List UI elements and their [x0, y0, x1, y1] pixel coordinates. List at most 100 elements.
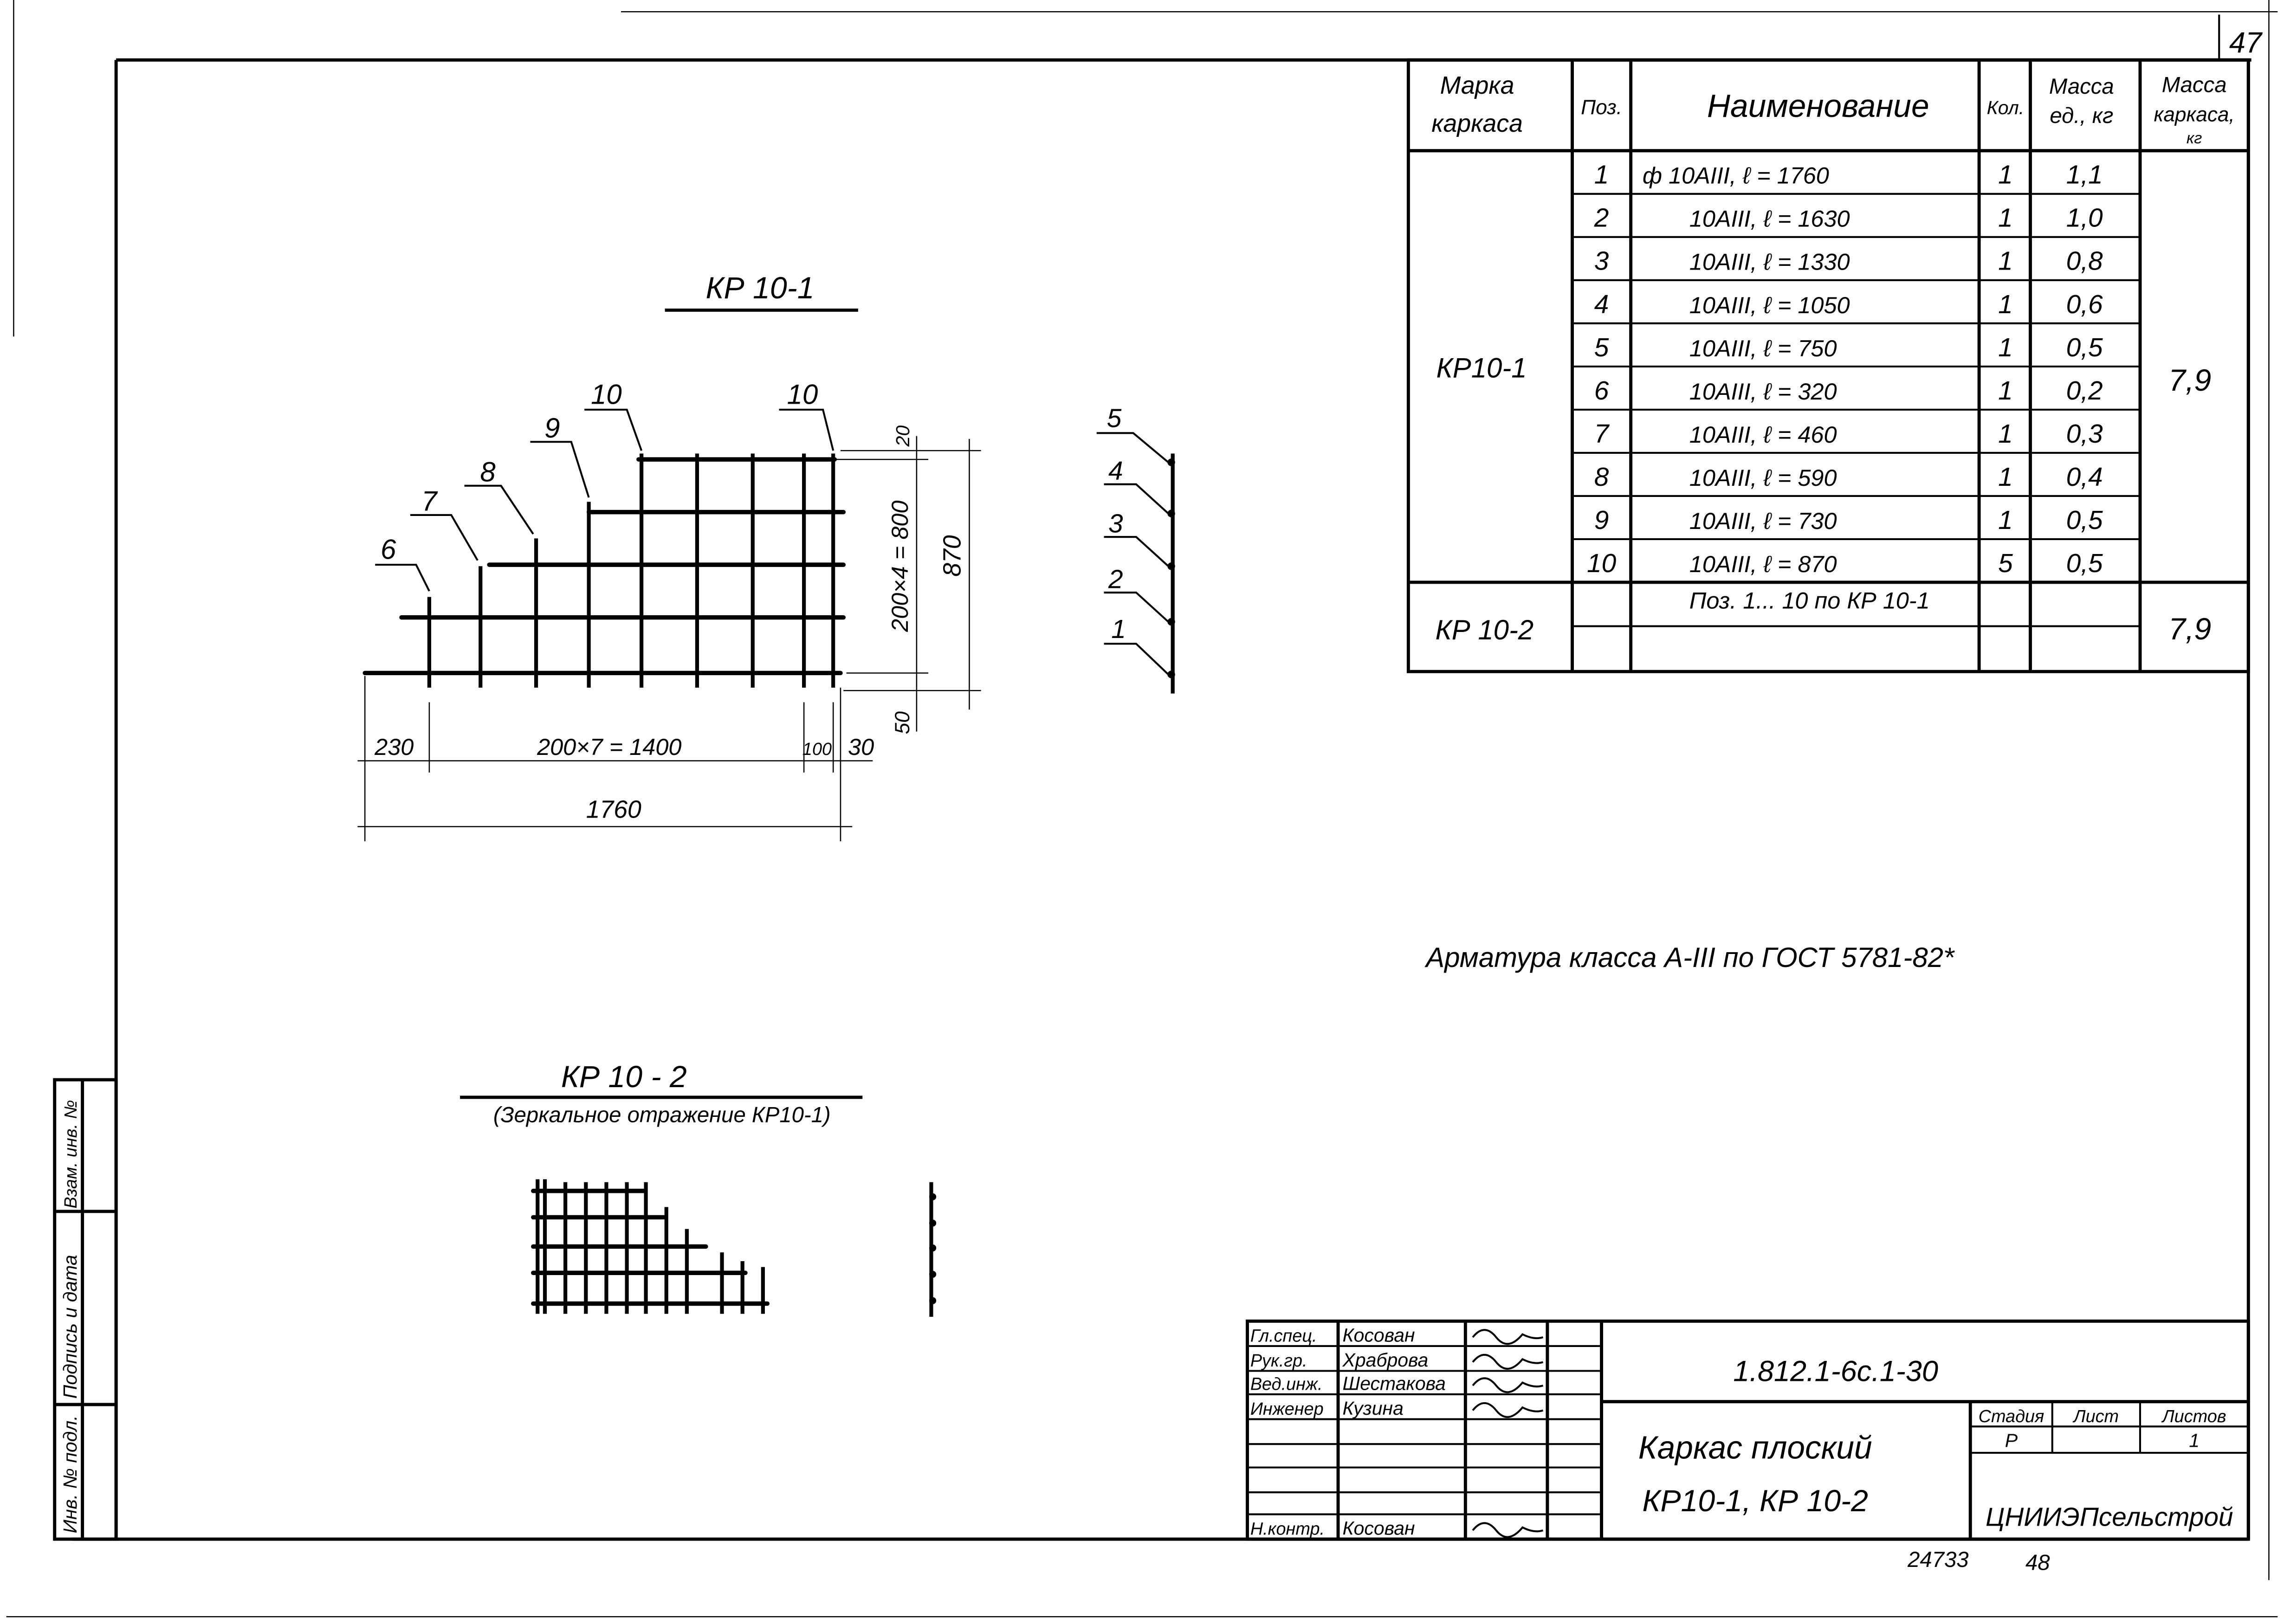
sheets-value: 1: [2189, 1430, 2200, 1451]
inventory-number: 24733: [1907, 1547, 1968, 1572]
sheet-label: Лист: [2072, 1407, 2119, 1426]
role: Гл.спец.: [1250, 1326, 1317, 1346]
group-mark-kp10-1: КР10-1: [1436, 353, 1527, 384]
callout-leaders: [375, 408, 835, 592]
cell-pos: 8: [1594, 463, 1609, 492]
stamp-signature-label: Подпись и дата: [59, 1255, 81, 1398]
signature-row: Гл.спец. Косован: [1250, 1324, 1544, 1346]
kp10-2-title: КР 10 - 2: [561, 1060, 687, 1094]
reinforcement-note: Арматура класса А-III по ГОСТ 5781-82*: [1424, 942, 1955, 973]
person-name: Косован: [1342, 1324, 1415, 1346]
cell-qty: 1: [1998, 376, 2013, 406]
cell-pos: 1: [1594, 161, 1609, 190]
side-view-kp10-1: [1096, 432, 1175, 694]
cell-qty: 1: [1998, 247, 2013, 276]
header-frame-mass-2: каркаса,: [2154, 103, 2235, 126]
dimension-lines: [357, 436, 981, 842]
cell-qty: 1: [1998, 463, 2013, 492]
side-callout-3: 3: [1108, 509, 1123, 539]
person-name: Храброва: [1342, 1349, 1428, 1371]
organization: ЦНИИЭПсельстрой: [1986, 1503, 2233, 1532]
callout-10b: 10: [787, 379, 818, 410]
signature-icon: [1472, 1522, 1544, 1538]
cell-unit-mass: 0,2: [2066, 376, 2103, 406]
side-view-kp10-2: [929, 1182, 937, 1317]
specification-table: Марка каркаса Поз. Наименование Кол. Мас…: [1406, 58, 2250, 673]
cell-qty: 1: [1998, 204, 2013, 233]
dim-bottom: 50: [891, 711, 914, 735]
cell-unit-mass: 1,1: [2066, 161, 2103, 190]
stage-label: Стадия: [1979, 1407, 2045, 1426]
dim-total-y: 870: [938, 535, 966, 577]
signature-row: Вед.инж. Шестакова: [1250, 1373, 1544, 1394]
side-callout-1: 1: [1111, 615, 1126, 644]
cell-unit-mass: 0,4: [2066, 463, 2103, 492]
cell-qty: 1: [1998, 506, 2013, 535]
role: Инженер: [1250, 1399, 1324, 1419]
role: Рук.гр.: [1250, 1351, 1307, 1371]
group-mass-kp10-2: 7,9: [2168, 612, 2211, 646]
document-code: 1.812.1-6с.1-30: [1733, 1355, 1938, 1388]
cell-unit-mass: 0,3: [2066, 419, 2103, 449]
header-name: Наименование: [1707, 88, 1929, 124]
cell-name: 10АIII, ℓ = 320: [1689, 378, 1837, 405]
side-callout-2: 2: [1108, 565, 1123, 594]
group-mark-kp10-2: КР 10-2: [1435, 614, 1533, 645]
side-stamp: Инв. № подл. Подпись и дата Взам. инв. №: [53, 1078, 118, 1541]
callout-9: 9: [544, 412, 560, 444]
callout-6: 6: [381, 534, 396, 565]
person-name: Шестакова: [1342, 1373, 1445, 1394]
stage-value: Р: [2005, 1430, 2018, 1451]
drawing-kp10-1: КР 10-1 6 7 8 9: [357, 271, 1175, 842]
dim-pitch-x: 200×7 = 1400: [537, 734, 681, 760]
header-pos: Поз.: [1581, 96, 1622, 119]
dim-right-a: 100: [802, 740, 832, 759]
table-row: Поз. 1... 10 по КР 10-1: [1689, 587, 1930, 614]
cell-unit-mass: 0,5: [2066, 333, 2103, 362]
signature-row: Н.контр.Косован: [1250, 1518, 1544, 1539]
cell-pos: 4: [1594, 290, 1609, 319]
sheets-label: Листов: [2161, 1407, 2226, 1426]
cell-unit-mass: 0,8: [2066, 247, 2103, 276]
cell-unit-mass: 0,5: [2066, 506, 2103, 535]
header-mark-2: каркаса: [1431, 110, 1523, 137]
cell-name: 10АIII, ℓ = 870: [1689, 551, 1837, 577]
cell-name: 10АIII, ℓ = 590: [1689, 464, 1837, 491]
side-callout-4: 4: [1108, 457, 1123, 486]
dim-top: 20: [892, 425, 913, 447]
dim-right-b: 30: [848, 734, 874, 760]
drawing-title-line1: Каркас плоский: [1638, 1430, 1872, 1466]
cell-pos: 10: [1587, 549, 1617, 578]
cell-name: 10АIII, ℓ = 730: [1689, 508, 1837, 534]
cell-qty: 1: [1998, 161, 2013, 190]
header-qty: Кол.: [1987, 97, 2025, 118]
group-mass-kp10-1: 7,9: [2168, 363, 2211, 398]
cell-name: 10АIII, ℓ = 750: [1689, 335, 1837, 361]
dim-left: 230: [374, 734, 414, 760]
cell-pos: 9: [1594, 506, 1609, 535]
drawing-kp10-2: КР 10 - 2 (Зеркальное отражение КР10-1): [460, 1060, 937, 1317]
cell-name: 10АIII, ℓ = 460: [1689, 421, 1837, 448]
header-unit-mass-1: Масса: [2049, 74, 2114, 99]
header-unit-mass-2: ед., кг: [2050, 103, 2113, 128]
signature-icon: [1472, 1402, 1544, 1418]
mesh-kp10-2: [531, 1179, 770, 1314]
signature-icon: [1472, 1377, 1544, 1393]
stamp-replace-label: Взам. инв. №: [61, 1100, 81, 1209]
role: Вед.инж.: [1250, 1374, 1323, 1394]
cell-name: ф 10АIII, ℓ = 1760: [1643, 162, 1829, 189]
cell-pos: 7: [1594, 419, 1610, 449]
signature-icon: [1472, 1353, 1544, 1370]
cell-name: Поз. 1... 10 по КР 10-1: [1689, 587, 1930, 614]
table-row: 9 10АIII, ℓ = 730 1 0,5: [1594, 506, 2103, 535]
footer-page: 48: [2025, 1550, 2050, 1575]
cell-qty: 1: [1998, 333, 2013, 362]
header-mark-1: Марка: [1440, 71, 1514, 99]
